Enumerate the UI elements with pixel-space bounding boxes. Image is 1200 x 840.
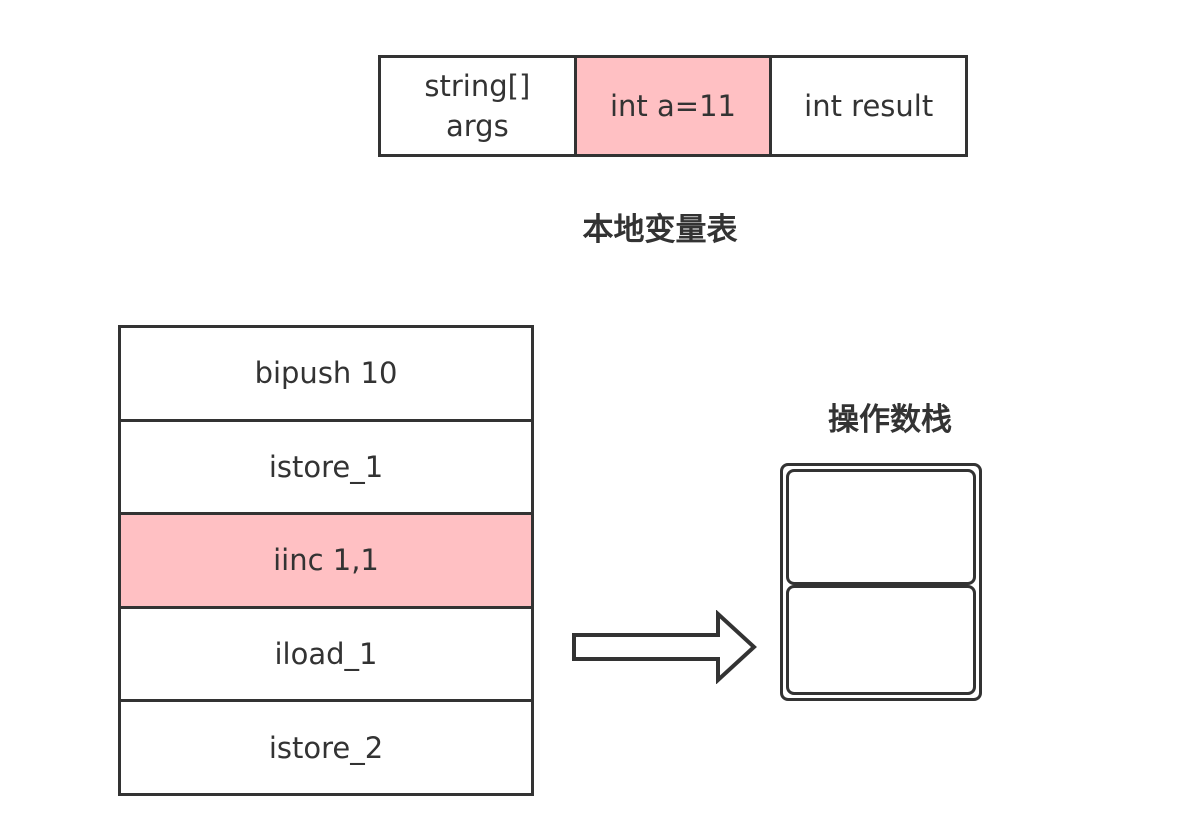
instruction-row: istore_1 [121, 418, 531, 513]
operand-stack-slot [786, 469, 976, 585]
operand-stack-caption: 操作数栈 [828, 402, 952, 438]
instruction-row-current: iinc 1,1 [121, 512, 531, 606]
local-variable-table: string[] args int a=11 int result [378, 55, 968, 157]
lvt-slot-args: string[] args [381, 58, 574, 154]
instruction-row: bipush 10 [254, 356, 398, 391]
instruction-row: istore_2 [121, 699, 531, 793]
lvt-slot-result: int result [769, 58, 965, 154]
lvt-slot-args-type: string[] [424, 69, 531, 103]
lvt-slot-result-label: int result [804, 89, 934, 123]
local-variable-table-caption: 本地变量表 [582, 212, 738, 248]
instruction-row: iload_1 [121, 605, 531, 700]
operand-stack [780, 463, 982, 701]
right-arrow-icon [572, 610, 757, 684]
lvt-slot-a: int a=11 [573, 58, 770, 154]
bytecode-instruction-list: bipush 10 istore_1 iinc 1,1 iload_1 isto… [118, 325, 534, 796]
lvt-slot-args-name: args [445, 109, 509, 143]
lvt-slot-a-label: int a=11 [610, 89, 736, 123]
operand-stack-slot [786, 585, 976, 695]
